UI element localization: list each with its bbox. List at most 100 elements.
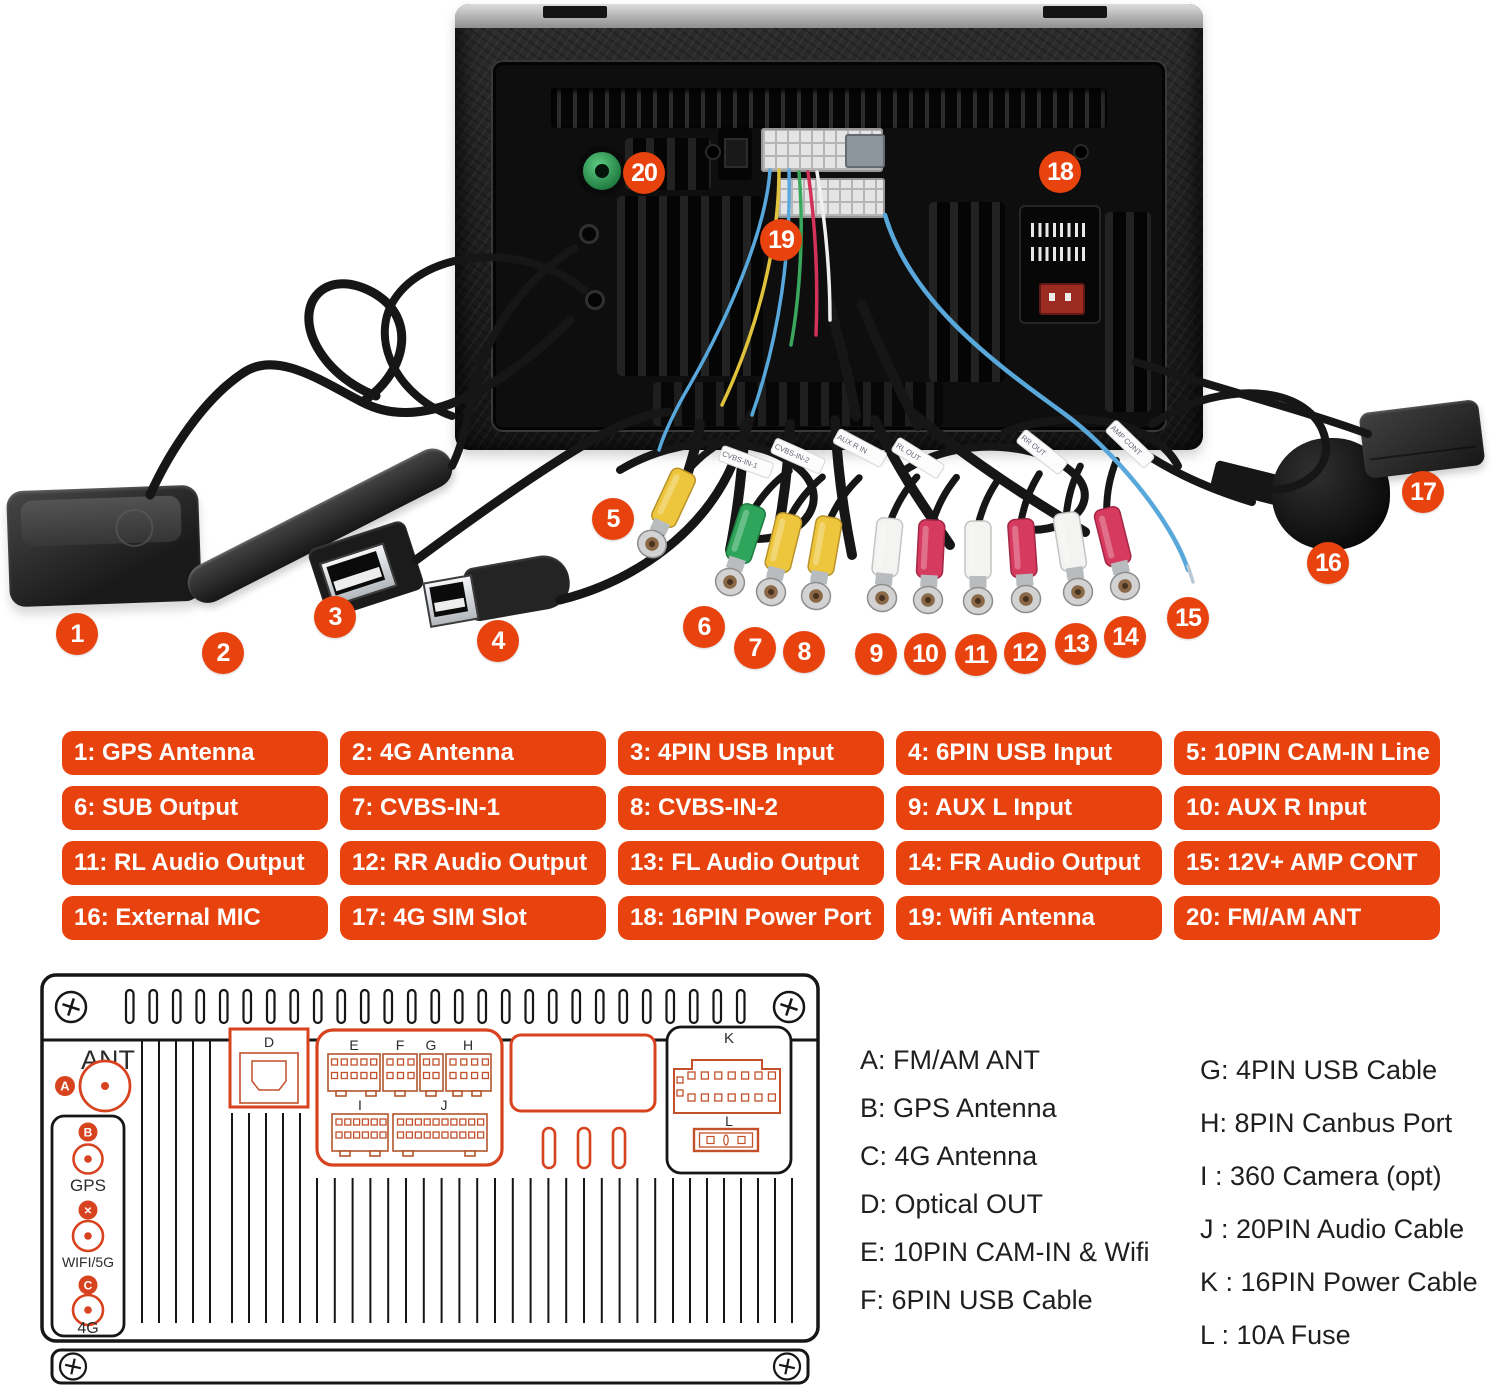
connector-k-outline: [673, 1059, 781, 1114]
label-external-mic: 16: External MIC: [62, 896, 328, 940]
rca-aux-l: [866, 473, 921, 613]
label-gps-antenna: 1: GPS Antenna: [62, 731, 328, 775]
red-connector-pin: [1065, 293, 1071, 301]
rca-rl-out: [962, 473, 1004, 616]
legend-k: K : 16PIN Power Cable: [1200, 1267, 1478, 1297]
screw: [1073, 144, 1089, 160]
callout-10: 10: [904, 633, 946, 675]
wire-tag: CVBS-IN-1: [718, 445, 774, 479]
label-fm-am-ant: 20: FM/AM ANT: [1174, 896, 1440, 940]
callout-20: 20: [623, 152, 665, 194]
connector-k-label: K: [724, 1030, 734, 1047]
legend-g: G: 4PIN USB Cable: [1200, 1055, 1438, 1085]
callout-2: 2: [202, 632, 244, 674]
label-4g-antenna: 2: 4G Antenna: [340, 731, 606, 775]
legend-j: J : 20PIN Audio Cable: [1200, 1214, 1465, 1244]
power-port-16pin: [1019, 205, 1101, 324]
badge-x: [78, 1200, 98, 1220]
power-port-pins: [1031, 223, 1089, 237]
label-wifi-antenna: 19: Wifi Antenna: [896, 896, 1162, 940]
callout-3: 3: [314, 596, 356, 638]
callout-11: 11: [955, 634, 997, 676]
usb-6pin-housing: [462, 551, 574, 623]
sim-slot-box: [1358, 398, 1486, 480]
rca-cvbs-in-2: [800, 474, 863, 611]
rear-panel-schematic: ANT A B GPS ✕ WIFI/5G C 4G D: [40, 973, 820, 1385]
unit-rear-inset: [493, 62, 1165, 430]
connector-f-label: F: [396, 1037, 405, 1053]
antenna-jack: [585, 290, 605, 310]
blank-module-box: [509, 1033, 657, 1113]
heatsink-fins: [141, 1041, 793, 1323]
legend-b: B: GPS Antenna: [860, 1093, 1057, 1123]
callout-7: 7: [734, 627, 776, 669]
top-vent-slots: [124, 988, 746, 1025]
label-4g-sim-slot: 17: 4G SIM Slot: [340, 896, 606, 940]
callout-9: 9: [855, 633, 897, 675]
legend-e: E: 10PIN CAM-IN & Wifi: [860, 1237, 1150, 1267]
rca-cvbs-in-1: [755, 473, 826, 607]
legend-column-right: G: 4PIN USB Cable H: 8PIN Canbus Port I …: [1200, 1056, 1478, 1374]
label-rr-audio-out: 12: RR Audio Output: [340, 841, 606, 885]
badge-a-letter: A: [60, 1079, 70, 1094]
top-screws: [54, 990, 806, 1024]
connector-group-box: [315, 1028, 504, 1167]
power-port-pins: [1031, 247, 1089, 261]
callout-6: 6: [683, 606, 725, 648]
fuse-holder: [692, 1127, 760, 1153]
gps-label: GPS: [70, 1176, 106, 1195]
wifi-jack-pin: [84, 1232, 92, 1240]
fins-block: [1105, 212, 1151, 412]
fins-block: [653, 382, 943, 426]
vent-strip: [551, 88, 1107, 128]
callout-15: 15: [1167, 597, 1209, 639]
badge-b-letter: B: [84, 1126, 93, 1140]
fm-port-hole: [595, 164, 609, 178]
4g-label: 4G: [77, 1320, 98, 1337]
connector-d-label: D: [264, 1034, 274, 1050]
callout-8: 8: [783, 631, 825, 673]
label-rl-audio-out: 11: RL Audio Output: [62, 841, 328, 885]
fins-block: [929, 202, 1005, 382]
connector-i-label: I: [358, 1097, 362, 1113]
connector-pins: [330, 1058, 490, 1139]
callout-17: 17: [1402, 471, 1444, 513]
rca-rr-out: [1007, 470, 1043, 614]
middle-slots: [541, 1126, 627, 1170]
label-16pin-power: 18: 16PIN Power Port: [618, 896, 884, 940]
screw: [705, 144, 721, 160]
optical-port-shape: [251, 1060, 287, 1091]
legend-a: A: FM/AM ANT: [860, 1045, 1041, 1075]
badge-x-glyph: ✕: [84, 1206, 92, 1217]
callout-5: 5: [592, 498, 634, 540]
unit-mount-tab: [543, 6, 607, 18]
legend-l: L : 10A Fuse: [1200, 1320, 1351, 1350]
badge-c-letter: C: [84, 1279, 93, 1293]
bottom-screws: [58, 1352, 802, 1381]
legend-h: H: 8PIN Canbus Port: [1200, 1108, 1453, 1138]
rca-fl-out: [1052, 462, 1094, 607]
label-6pin-usb: 4: 6PIN USB Input: [896, 731, 1162, 775]
callout-13: 13: [1055, 623, 1097, 665]
gps-antenna-top: [20, 495, 182, 547]
optical-opening: [724, 138, 748, 168]
connector-e-label: E: [349, 1037, 358, 1053]
callout-4: 4: [477, 620, 519, 662]
label-fr-audio-out: 14: FR Audio Output: [896, 841, 1162, 885]
callout-16: 16: [1307, 542, 1349, 584]
red-connector-pin: [1049, 293, 1055, 301]
label-cvbs-in-2: 8: CVBS-IN-2: [618, 786, 884, 830]
connector-k-pins: [676, 1071, 777, 1102]
callout-19: 19: [760, 219, 802, 261]
callout-18: 18: [1039, 151, 1081, 193]
badge-c: [78, 1275, 98, 1295]
label-4pin-usb: 3: 4PIN USB Input: [618, 731, 884, 775]
label-10pin-cam-in: 5: 10PIN CAM-IN Line: [1174, 731, 1440, 775]
antenna-jack: [579, 224, 599, 244]
badge-b: [78, 1122, 98, 1142]
rca-aux-r: [912, 473, 960, 615]
legend-c: C: 4G Antenna: [860, 1141, 1038, 1171]
wifi-label: WIFI/5G: [62, 1254, 114, 1270]
usb-6pin-port: [422, 574, 480, 628]
